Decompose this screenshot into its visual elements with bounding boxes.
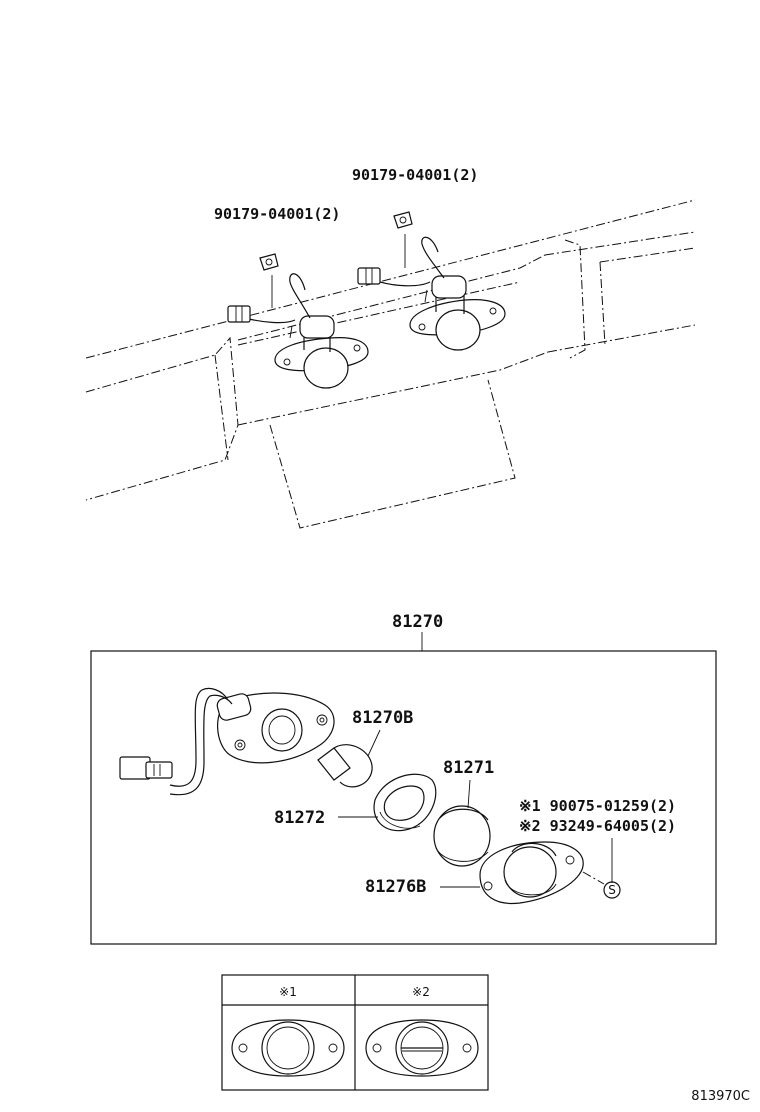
callout-bulb: 81270B [352,708,413,728]
variant-col2-header: ※2 [412,985,430,999]
bumper-outline [85,199,696,529]
callout-gasket: 81272 [274,808,325,828]
diagram-id: 813970C [691,1089,750,1104]
s-marker [603,881,621,899]
s-marker-label: S [608,883,616,897]
callout-screw-2: ※2 93249-64005(2) [519,817,676,835]
callout-lens: 81271 [443,758,494,778]
lens [433,805,491,867]
callout-housing: 81276B [365,877,426,897]
variant-2-lamp [365,1019,479,1077]
bulb [317,744,373,788]
gasket [373,773,437,832]
variant-table [221,974,489,1091]
callout-nut-right: 90179-04001(2) [352,166,478,184]
variant-1-lamp [231,1019,345,1077]
callout-nut-left: 90179-04001(2) [214,205,340,223]
lamp-right-installed [357,211,506,351]
assembly-frame [90,650,717,945]
variant-col1-header: ※1 [279,985,297,999]
callout-screw-1: ※1 90075-01259(2) [519,797,676,815]
socket-with-wire [119,687,335,796]
housing [479,841,584,905]
lamp-left-installed [227,253,369,389]
callout-assembly: 81270 [392,612,443,632]
